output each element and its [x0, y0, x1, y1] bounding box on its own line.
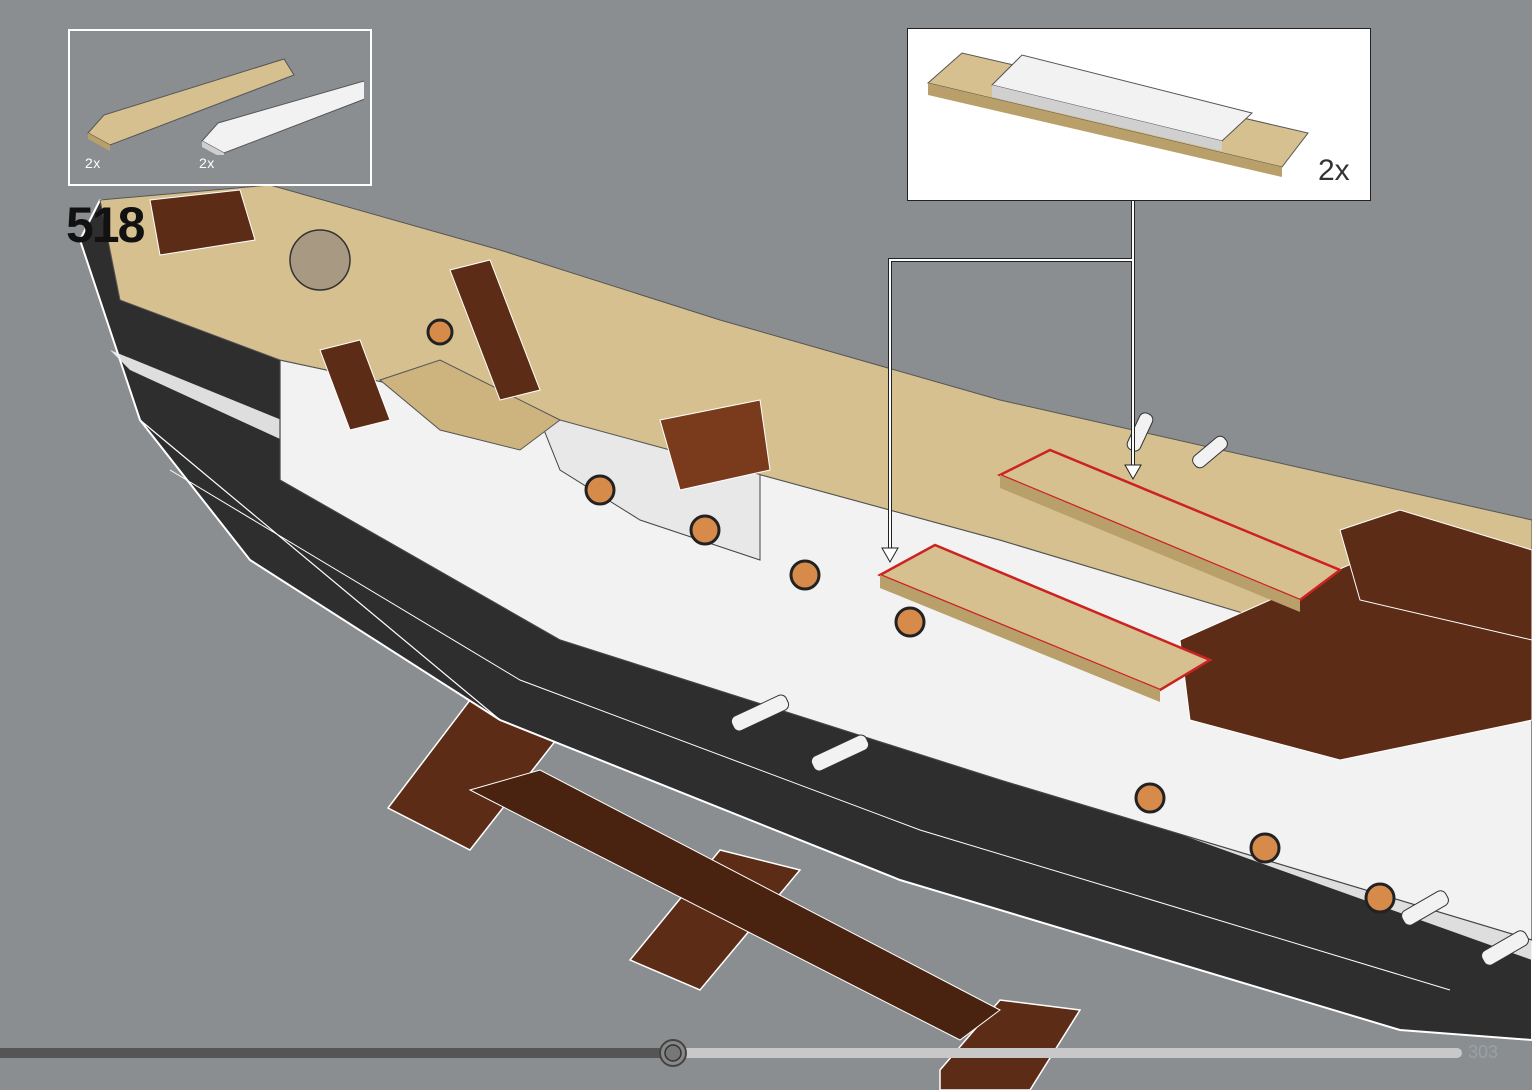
callout-quantity: 2x: [1318, 154, 1350, 188]
subassembly-image: [922, 43, 1312, 183]
step-number: 518: [66, 196, 143, 254]
part-quantity: 2x: [85, 155, 101, 171]
subassembly-callout: [907, 28, 1371, 201]
parts-list: 2x 2x: [68, 29, 372, 186]
progress-marker: [0, 1036, 1462, 1070]
parts-list-images: [84, 45, 364, 155]
part-quantity: 2x: [199, 155, 215, 171]
page-number: 303: [1468, 1042, 1498, 1063]
